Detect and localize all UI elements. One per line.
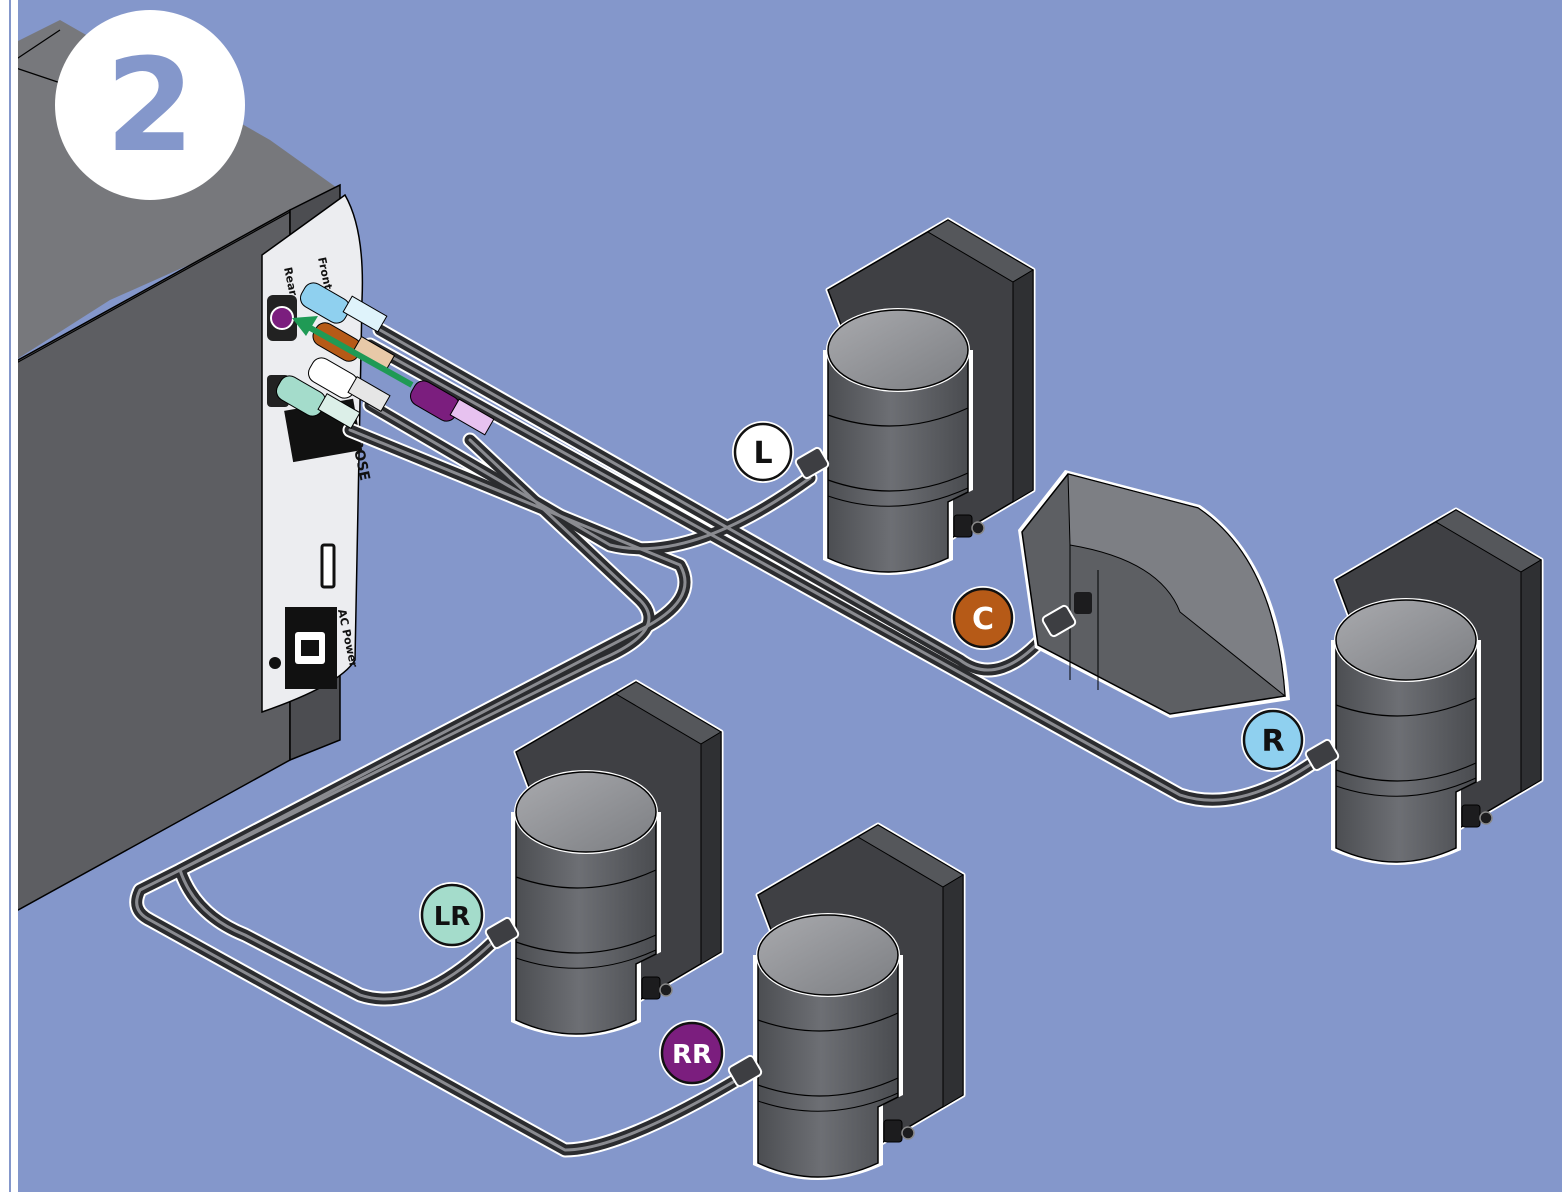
rear-panel: Front Rear AC Power BOSE	[261, 193, 373, 714]
insert-arrow	[303, 322, 414, 388]
rear-plug[interactable]	[407, 377, 495, 436]
speaker-left-rear	[511, 682, 721, 1037]
speaker-badge-lr: LR	[419, 882, 485, 948]
speaker-right	[1331, 510, 1541, 865]
speaker-badge-c: C	[951, 586, 1015, 650]
step-number-badge: 2	[55, 10, 245, 200]
speaker-badge-label: R	[1261, 724, 1284, 759]
speaker-badge-label: C	[972, 602, 994, 637]
speaker-right-rear	[753, 825, 963, 1180]
speaker-badge-rr: RR	[659, 1020, 725, 1086]
speaker-badge-l: L	[732, 421, 794, 483]
module-plugs	[273, 279, 495, 436]
speaker-badge-r: R	[1241, 708, 1305, 772]
left-plug[interactable]	[305, 354, 391, 412]
front-plug[interactable]	[297, 279, 388, 333]
speaker-badge-label: RR	[672, 1040, 712, 1070]
speaker-center	[1018, 470, 1290, 718]
rear-jack-label: Rear	[281, 266, 300, 297]
step-number: 2	[105, 32, 194, 181]
speaker-left	[823, 220, 1033, 575]
speaker-end-plugs	[484, 446, 1340, 1088]
speaker-badge-label: LR	[434, 902, 471, 932]
left-rear-plug[interactable]	[273, 372, 361, 429]
speaker-badge-label: L	[753, 436, 772, 471]
switch-slot[interactable]	[320, 543, 336, 589]
